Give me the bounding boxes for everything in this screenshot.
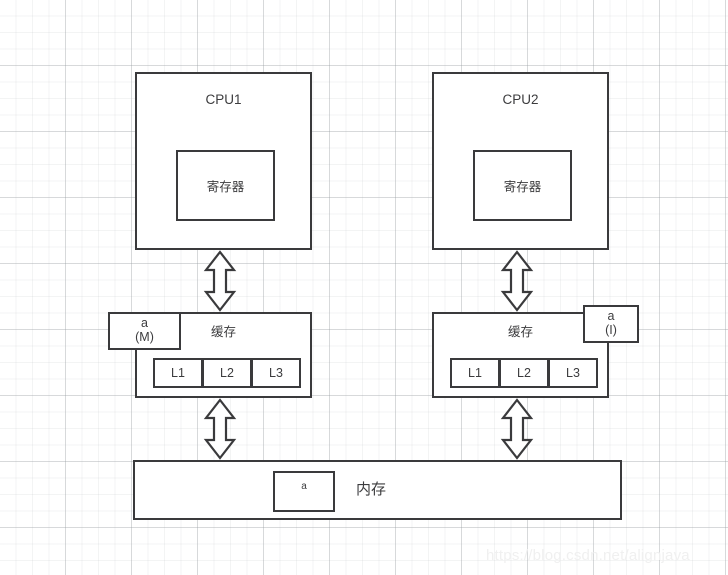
cache1-level-l2: L2 [202, 358, 252, 388]
memory-variable-block: a [273, 471, 335, 512]
memory-block [133, 460, 622, 520]
cache2-label: 缓存 [507, 325, 533, 339]
cache1-level-l1-label: L1 [171, 366, 185, 380]
cache2-level-l3: L3 [548, 358, 598, 388]
cpu2-register-block: 寄存器 [473, 150, 572, 221]
cache1-level-l3: L3 [251, 358, 301, 388]
cache1-level-l2-label: L2 [220, 366, 234, 380]
cpu1-register-label: 寄存器 [206, 180, 245, 194]
cache2-variable-name: a [607, 309, 615, 323]
cache2-level-l1-label: L1 [468, 366, 482, 380]
watermark-text: https://blog.csdn.net/alignjava [486, 547, 690, 564]
memory-label: 内存 [356, 481, 387, 498]
cache2-variable-state: (I) [605, 323, 617, 337]
arrow-cache1-to-memory [203, 398, 237, 465]
cache1-label: 缓存 [210, 325, 236, 339]
cache2-level-l1: L1 [450, 358, 500, 388]
cpu2-register-label: 寄存器 [503, 180, 542, 194]
arrow-cpu2-to-cache2 [500, 250, 534, 317]
cache2-variable-block: a (I) [583, 305, 639, 343]
cache1-variable-name: a [141, 316, 148, 330]
cache1-level-l1: L1 [153, 358, 203, 388]
cache2-level-l2: L2 [499, 358, 549, 388]
cache1-level-l3-label: L3 [269, 366, 283, 380]
memory-variable-label: a [301, 481, 307, 492]
cpu1-label: CPU1 [205, 92, 242, 107]
cpu1-register-block: 寄存器 [176, 150, 275, 221]
arrow-cpu1-to-cache1 [203, 250, 237, 317]
arrow-cache2-to-memory [500, 398, 534, 465]
cache1-variable-block: a (M) [108, 312, 181, 350]
cache1-variable-state: (M) [135, 330, 154, 344]
cache2-level-l2-label: L2 [517, 366, 531, 380]
cache2-level-l3-label: L3 [566, 366, 580, 380]
cpu2-label: CPU2 [502, 92, 539, 107]
